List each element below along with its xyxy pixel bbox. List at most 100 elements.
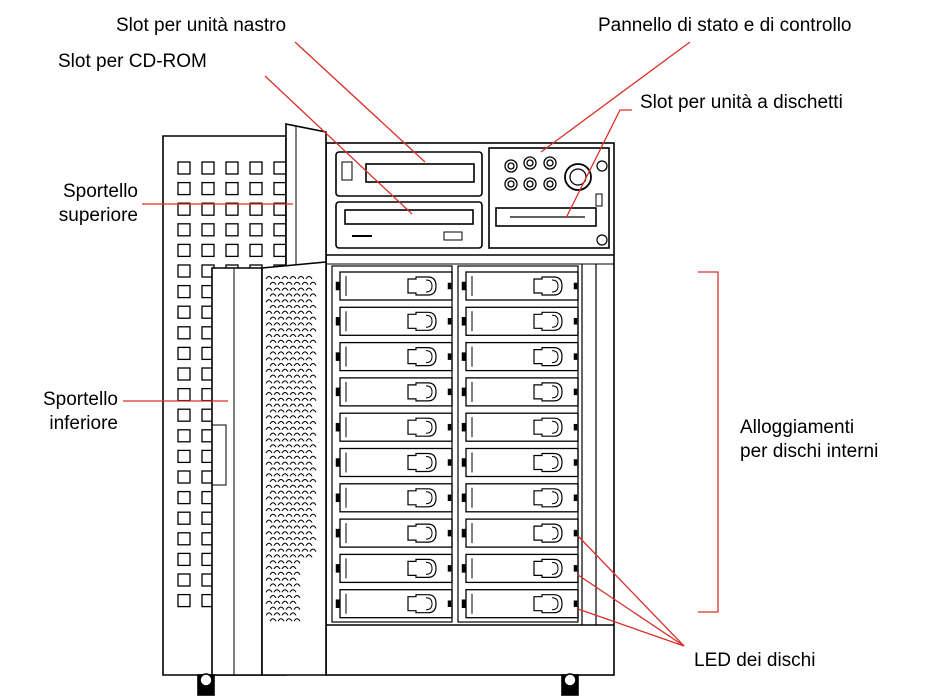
perforation-arc	[289, 438, 297, 442]
vent-slot	[177, 490, 191, 505]
vent-slot	[225, 223, 239, 237]
vent-slot	[177, 181, 191, 196]
perforation-arc	[305, 531, 313, 535]
perforation-arc	[277, 455, 285, 460]
perforation-arc	[281, 450, 289, 454]
perforation-arc	[309, 339, 317, 344]
perforation-arc	[293, 363, 301, 367]
perforation-arc	[281, 287, 289, 291]
disk-led	[573, 600, 578, 607]
perforation-arc	[289, 484, 297, 489]
disk-tab	[461, 352, 467, 361]
vent-slot	[249, 243, 263, 258]
perforation-arc	[293, 386, 301, 390]
perforation-arc	[297, 519, 305, 523]
disk-tab	[335, 281, 341, 291]
vent-slot	[201, 181, 215, 196]
perforation-arc	[293, 583, 301, 587]
status-button	[504, 177, 518, 191]
perforation-arc	[285, 339, 293, 344]
perforation-arc	[273, 368, 281, 373]
disk-handle	[407, 488, 437, 508]
label-disk-bays-line1: Alloggiamenti	[740, 417, 855, 438]
disk-handle	[533, 594, 563, 614]
perforation-arc	[285, 409, 293, 413]
perforation-arc	[269, 281, 277, 286]
perforation-arc	[297, 461, 305, 465]
perforation-arc	[269, 316, 277, 320]
perforation-arc	[297, 403, 305, 407]
perforation-arc	[281, 276, 289, 280]
perforation-arc	[285, 281, 293, 286]
disk-handle	[407, 594, 437, 614]
disk-tab	[335, 493, 341, 503]
perforation-arc	[265, 554, 273, 558]
disk-handle-inner	[551, 420, 559, 434]
disk-handle	[533, 488, 563, 508]
perforation-arc	[281, 484, 289, 489]
floppy-drive	[495, 207, 597, 227]
disk-handle	[407, 523, 437, 543]
perforation-arc	[277, 305, 285, 309]
status-button-inner	[526, 159, 534, 167]
perforation-arc	[265, 357, 273, 361]
disk-handle-inner	[425, 561, 433, 575]
perforation-arc	[269, 409, 277, 413]
perforation-arc	[305, 287, 313, 291]
perforation-arc	[277, 548, 285, 552]
perforation-arc	[273, 287, 281, 291]
vent-slot	[177, 593, 191, 608]
perforation-arc	[265, 473, 273, 477]
perforation-arc	[281, 600, 289, 605]
perforation-arc	[273, 519, 281, 523]
perforation-arc	[285, 363, 293, 367]
perforation-arc	[285, 548, 293, 552]
disk-led	[573, 565, 578, 572]
perforation-arc	[281, 299, 289, 303]
front-chassis	[325, 142, 615, 676]
perforation-arc	[273, 589, 281, 593]
vent-slot	[177, 552, 191, 567]
disk-led	[573, 353, 578, 360]
perforation-arc	[273, 299, 281, 303]
perforation-arc	[277, 328, 285, 332]
perforation-arc	[269, 339, 277, 344]
indicator-bottom	[596, 234, 608, 246]
perforation-arc	[289, 357, 297, 361]
perforation-arc	[301, 339, 309, 344]
perforation-arc	[281, 508, 289, 512]
perforation-arc	[289, 310, 297, 315]
door-perforation	[265, 276, 317, 622]
disk-handle	[533, 558, 563, 578]
perforation-arc	[281, 566, 289, 570]
perforation-arc	[265, 276, 273, 280]
perforation-arc	[301, 467, 309, 471]
disk-tab	[335, 528, 341, 538]
perforation-arc	[285, 455, 293, 460]
perforation-arc	[297, 508, 305, 512]
perforation-arc	[297, 322, 305, 326]
disk-bays	[331, 265, 579, 623]
perforation-arc	[273, 566, 281, 570]
status-button-inner	[546, 159, 554, 167]
status-button-inner	[507, 180, 515, 188]
perforation-arc	[285, 305, 293, 309]
vent-slot	[177, 202, 191, 216]
perforation-arc	[265, 287, 273, 291]
perforation-arc	[293, 606, 301, 610]
perforation-arc	[309, 455, 317, 460]
tape-slot	[365, 163, 475, 183]
perforation-arc	[269, 583, 277, 587]
leader-cdrom	[264, 75, 413, 215]
disk-led	[447, 600, 452, 607]
disk-handle-inner	[551, 456, 559, 469]
perforation-arc	[273, 310, 281, 315]
perforation-arc	[289, 450, 297, 454]
perforation-arc	[289, 368, 297, 373]
perforation-arc	[277, 386, 285, 390]
perforation-arc	[273, 345, 281, 349]
disk-led	[573, 494, 578, 502]
perforation-arc	[289, 612, 297, 616]
perforation-arc	[309, 421, 317, 425]
cdrom-tray	[344, 209, 474, 225]
